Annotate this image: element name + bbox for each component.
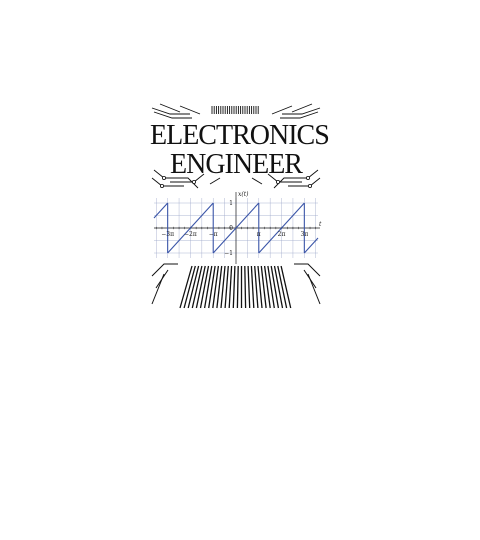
stripe-bottom [208,265,216,309]
stripe-bottom [224,265,229,309]
x-tick-label: 3π [300,231,308,238]
wave-ramp [212,202,260,254]
stripe-bottom [236,265,239,309]
stripe-bottom [280,265,292,309]
trace-top [282,107,321,115]
wave-ramp [258,202,305,254]
stripe-bottom [244,265,247,309]
stripe-bottom [263,265,271,309]
trace-top [153,111,192,119]
pad [276,180,281,185]
title-line-1: ELECTRONICS [150,120,330,151]
stripe-bottom [250,265,255,309]
trace-top [280,111,319,119]
stripe-bottom [203,265,213,309]
trace-bottom [155,269,169,289]
trace-top [179,105,201,115]
trace-top [271,105,293,115]
stripe-bottom [277,265,288,309]
stripe-bottom [260,265,267,309]
stripe-bottom [199,265,210,309]
stripe-bottom [273,265,284,309]
wave-ramp [153,202,169,219]
stripe-bottom [183,265,196,309]
stripe-bottom [216,265,223,309]
trace-bottom [303,269,317,289]
stripe-bottom [247,265,251,309]
stripe-bottom [254,265,259,309]
trace-top [159,103,181,113]
y-tick-label: 0 [229,225,233,232]
circuit-decoration [151,103,321,309]
sawtooth-plot: −3π −2π −π π 2π 3π 1 0 −1 x(t) t [153,191,322,264]
title-line-2: ENGINEER [170,149,303,180]
stripe-bottom [191,265,203,309]
pad [307,184,312,189]
trace-mid [209,177,221,185]
x-tick-label: π [257,231,261,238]
y-tick-label: −1 [224,250,233,257]
stripe-bottom [270,265,280,309]
book-cover: ELECTRONICS ENGINEER −3π −2π −π π 2π 3π 1 0 −1 x(… [150,98,330,314]
pad [305,176,310,181]
y-axis-label: x(t) [238,191,249,198]
y-tick-label: 1 [229,200,233,207]
stripe-bottom [257,265,263,309]
x-tick-label: −2π [184,231,197,238]
trace-top [291,103,313,113]
stripe-bottom [195,265,206,309]
stripe-bottom [220,265,226,309]
trace-mid [251,177,263,185]
stripe-bottom [179,265,193,309]
pad [192,180,197,185]
pad [159,184,164,189]
pad [161,176,166,181]
x-axis-label: t [319,221,322,228]
trace-bottom [294,263,321,277]
trace-bottom [151,263,178,277]
stripe-bottom [267,265,275,309]
stripe-bottom [187,265,200,309]
trace-top [151,107,190,115]
x-tick-label: −π [209,231,218,238]
stripe-bottom [212,265,220,309]
stripe-bottom [232,265,236,309]
x-tick-label: 2π [278,231,286,238]
x-tick-label: −3π [161,231,174,238]
wave-ramp [303,237,319,254]
wave-ramp [167,202,214,254]
stripe-bottom [228,265,233,309]
